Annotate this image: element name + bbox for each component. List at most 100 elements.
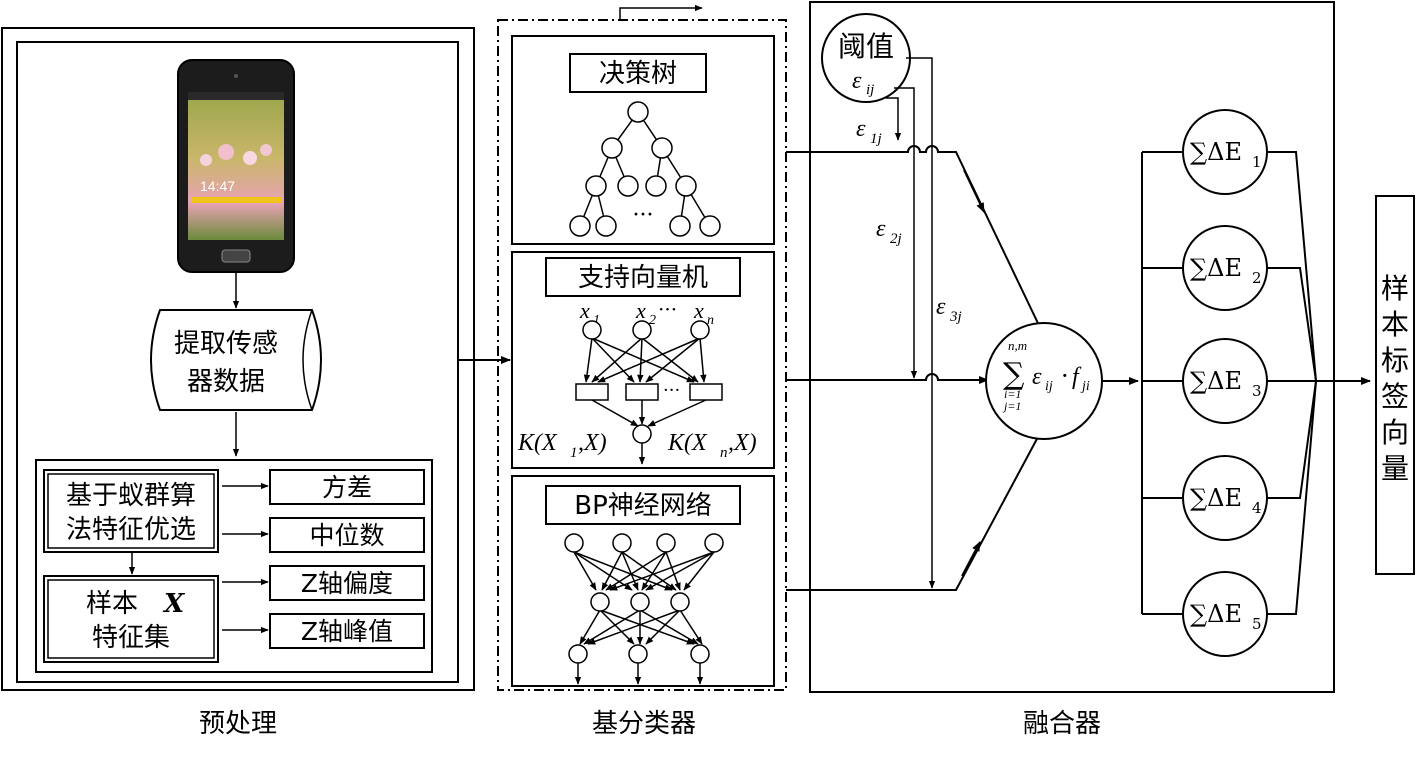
eps1-label: ε xyxy=(856,116,866,142)
energy-node-1: ∑ΔE 1 xyxy=(1182,109,1268,195)
preprocess-panel: 14:47 提取传感 器数据 基于蚁群算 法特征优选 样本 X 特征集 方差 中… xyxy=(1,27,475,739)
tree-node xyxy=(651,137,673,159)
sum-expr-dot: · xyxy=(1061,362,1069,390)
svm-kernel-ellipsis: ··· xyxy=(663,380,680,401)
svm-input-xn: x xyxy=(693,298,704,323)
fuser-panel: 阈值 ε ij ε 1j ε 2j ε 3j n,m ∑ i=1 j=1 ε i… xyxy=(619,1,1371,739)
tree-node xyxy=(699,215,721,237)
bp-network-graph xyxy=(564,533,724,685)
svm-input-x2: x xyxy=(635,298,646,323)
output-label-char-4: 签 xyxy=(1381,380,1409,413)
svm-kernel-node xyxy=(625,383,659,401)
svm-input-node xyxy=(690,320,710,340)
tree-node xyxy=(675,175,697,197)
sample-label-vector-box: 样 本 标 签 向 量 xyxy=(1375,195,1415,575)
bp-input-node xyxy=(656,533,676,553)
bp-hidden-node xyxy=(630,592,650,612)
energy-sub-2: 2 xyxy=(1252,269,1262,287)
threshold-eps: ε xyxy=(852,68,862,94)
threshold-label: 阈值 xyxy=(838,30,894,63)
energy-label-4: ∑ΔE xyxy=(1190,484,1242,512)
decision-tree-graph: ··· xyxy=(569,101,721,237)
kernel-right-end: ,X) xyxy=(728,430,757,456)
energy-label-2: ∑ΔE xyxy=(1190,254,1242,282)
tree-node xyxy=(669,215,691,237)
svm-kernel-labels: K(X 1 ,X) K(X n ,X) xyxy=(517,430,757,461)
energy-node-2: ∑ΔE 2 xyxy=(1182,225,1268,311)
svm-output-node xyxy=(632,424,652,444)
eps2-sub: 2j xyxy=(890,231,902,247)
tree-node xyxy=(645,175,667,197)
energy-label-3: ∑ΔE xyxy=(1190,367,1242,395)
base-classifier-panel: 决策树 ··· 支持向量机 xyxy=(497,19,787,739)
ant-selection-line2: 法特征优选 xyxy=(66,515,196,545)
ant-colony-selection-box xyxy=(43,469,219,553)
output-label-char-1: 样 xyxy=(1381,272,1409,305)
energy-node-5: ∑ΔE 5 xyxy=(1182,571,1268,657)
sum-expr-eps-sub: ij xyxy=(1045,379,1053,394)
eps2-label: ε xyxy=(876,216,886,242)
bp-output-node xyxy=(568,644,588,664)
tree-node xyxy=(595,215,617,237)
bp-title: BP神经网络 xyxy=(574,491,712,521)
energy-sub-1: 1 xyxy=(1252,153,1262,171)
sample-feature-set-box xyxy=(43,575,219,663)
bp-hidden-node xyxy=(670,592,690,612)
energy-label-1: ∑ΔE xyxy=(1190,138,1242,166)
phone-clock: 14:47 xyxy=(200,178,235,194)
tree-ellipsis: ··· xyxy=(633,203,654,228)
energy-sub-3: 3 xyxy=(1252,382,1262,400)
svm-input-node xyxy=(582,320,602,340)
tree-node xyxy=(601,137,623,159)
threshold-eps-sub: ij xyxy=(866,82,874,98)
energy-sub-5: 5 xyxy=(1252,615,1262,633)
eps3-sub: 3j xyxy=(949,309,962,325)
sum-expr-f: f xyxy=(1072,364,1082,390)
svm-input-xn-sub: n xyxy=(707,313,714,328)
tree-node xyxy=(617,175,639,197)
bp-input-node xyxy=(704,533,724,553)
decision-tree-title-box xyxy=(569,53,707,93)
tree-node xyxy=(569,215,591,237)
feature-z-skewness: Z轴偏度 xyxy=(301,569,393,598)
svm-input-x1: x xyxy=(579,298,590,323)
svm-input-node xyxy=(632,320,652,340)
sum-expr-f-sub: ji xyxy=(1080,379,1090,394)
section-label-preprocess: 预处理 xyxy=(199,709,277,739)
sum-index-j: j=1 xyxy=(1002,399,1021,413)
eps1-sub: 1j xyxy=(870,131,882,147)
energy-label-5: ∑ΔE xyxy=(1190,600,1242,628)
sum-expr-eps: ε xyxy=(1032,364,1042,390)
ant-selection-line1: 基于蚁群算 xyxy=(66,481,196,511)
kernel-left-sub: 1 xyxy=(570,445,578,461)
bp-output-node xyxy=(690,644,710,664)
phone-home-button xyxy=(221,249,251,263)
eps3-label: ε xyxy=(936,294,946,320)
svm-network: ··· xyxy=(575,320,723,465)
energy-node-4: ∑ΔE 4 xyxy=(1182,455,1268,541)
sum-index-i: i=1 xyxy=(1004,387,1021,401)
bp-title-box xyxy=(545,485,741,525)
sum-symbol: ∑ xyxy=(1003,357,1025,392)
tree-node xyxy=(585,175,607,197)
tree-node xyxy=(627,101,649,123)
fuser-frame xyxy=(809,1,1335,693)
feature-median-box xyxy=(269,517,425,553)
output-label-char-5: 向 xyxy=(1381,416,1409,449)
svm-input-dots: ··· xyxy=(658,297,677,321)
bp-input-node xyxy=(612,533,632,553)
sum-top: n,m xyxy=(1008,338,1027,353)
svm-inputs: x 1 x 2 ··· x n xyxy=(579,297,714,328)
feature-variance-box xyxy=(269,469,425,505)
output-label-char-3: 标 xyxy=(1381,344,1409,377)
extract-label-line2: 器数据 xyxy=(187,367,265,397)
bp-input-node xyxy=(564,533,584,553)
svm-input-x1-sub: 1 xyxy=(593,313,600,328)
kernel-left-end: ,X) xyxy=(578,430,607,456)
energy-sub-4: 4 xyxy=(1252,499,1262,517)
feature-median: 中位数 xyxy=(309,521,384,550)
svm-title: 支持向量机 xyxy=(578,263,708,293)
svm-input-x2-sub: 2 xyxy=(649,313,656,328)
